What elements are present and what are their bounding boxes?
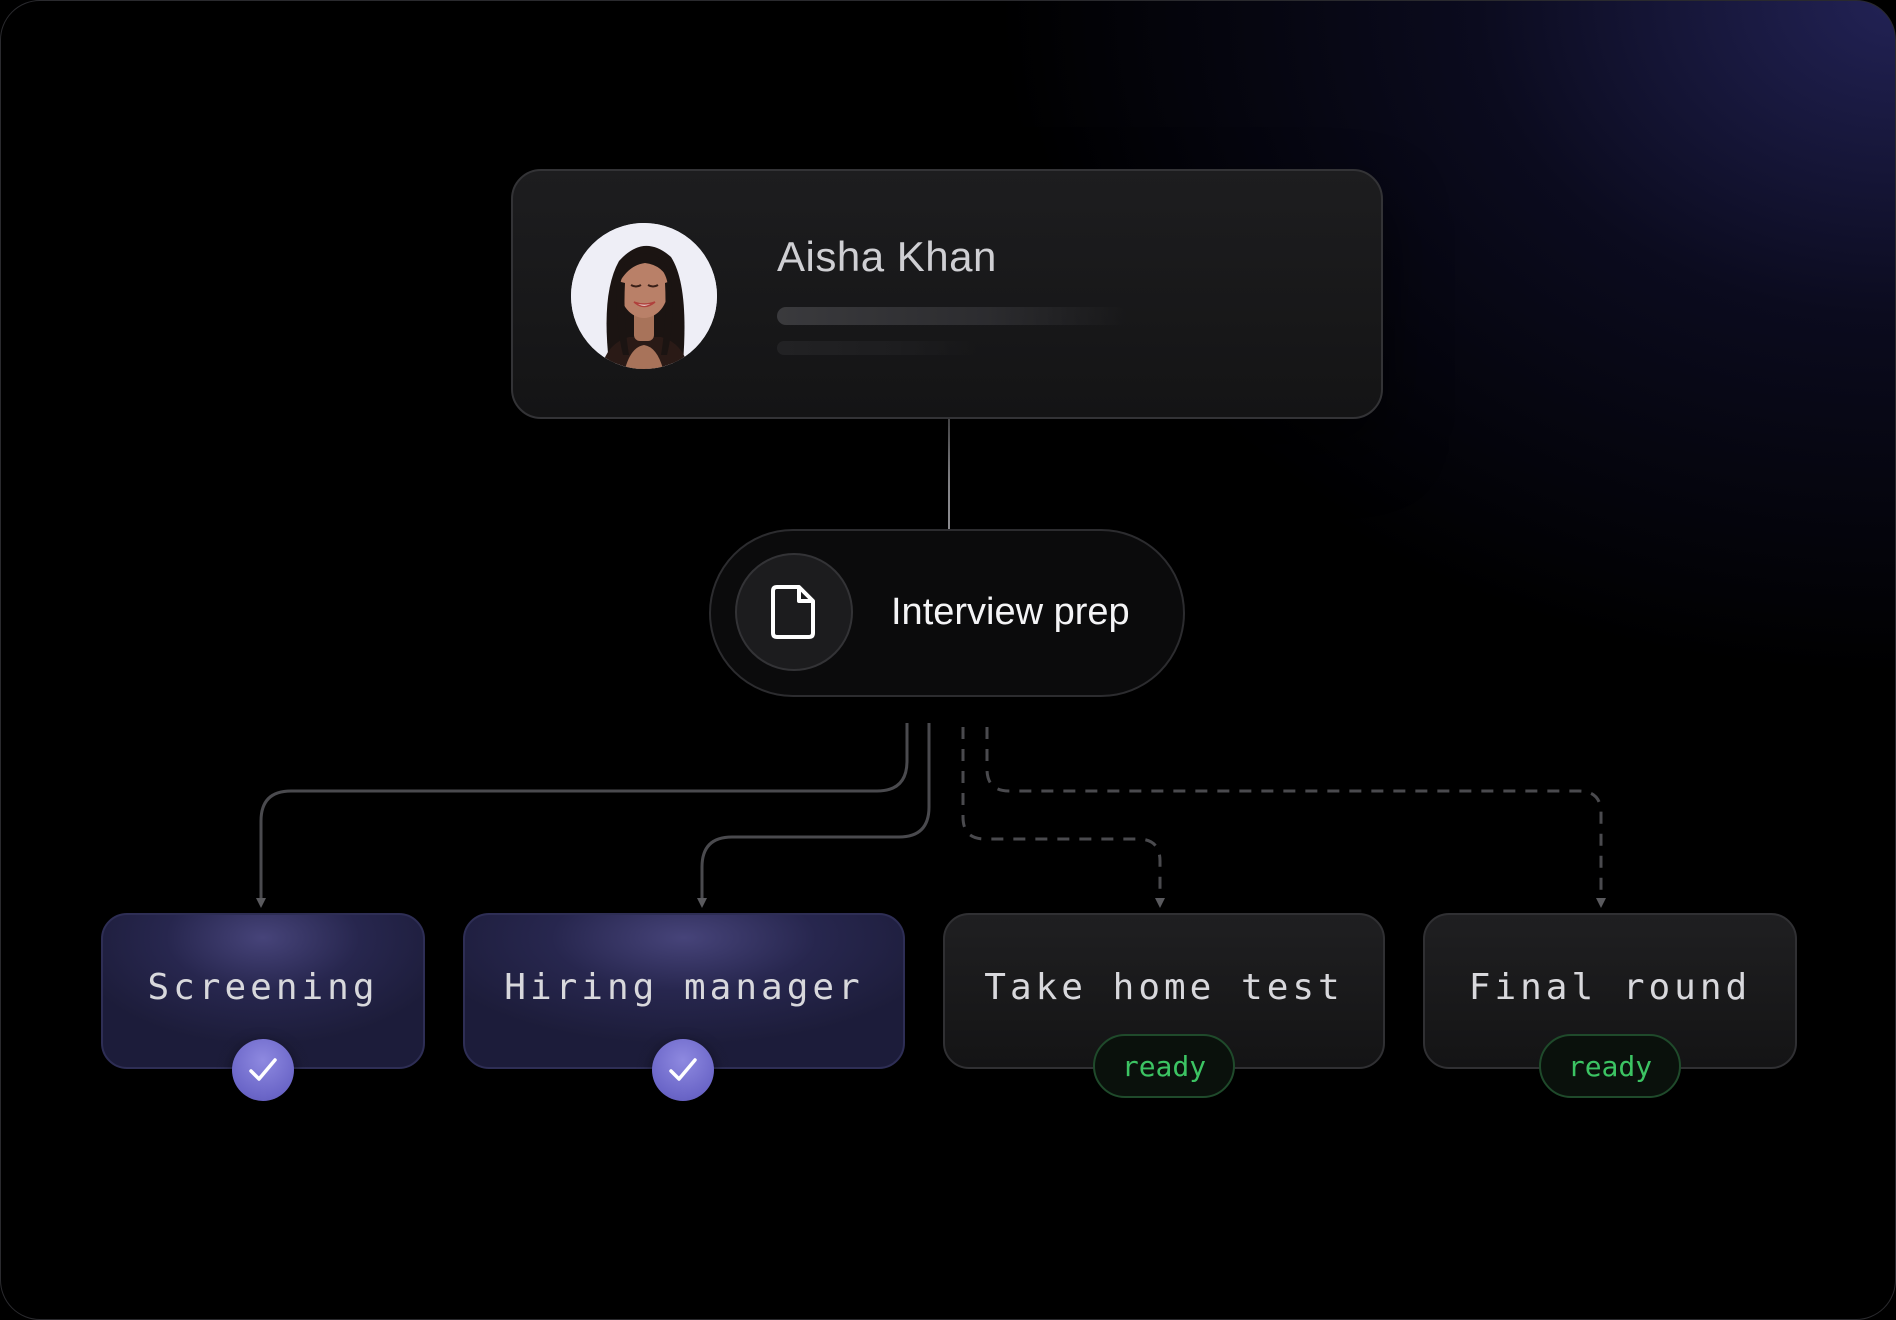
stage-label: Screening	[147, 967, 379, 1008]
avatar	[571, 223, 717, 369]
stage-label: Take home test	[984, 967, 1344, 1008]
check-icon	[232, 1039, 294, 1101]
interview-prep-label: Interview prep	[891, 591, 1130, 633]
connector-final-round	[985, 727, 1606, 908]
check-icon	[652, 1039, 714, 1101]
status-badge: ready	[1539, 1034, 1681, 1098]
connector-screening	[256, 723, 909, 908]
document-icon	[735, 553, 853, 671]
status-badge: ready	[1093, 1034, 1235, 1098]
stage-label: Final round	[1468, 967, 1752, 1008]
candidate-card[interactable]: Aisha Khan	[511, 169, 1383, 419]
candidate-name: Aisha Khan	[777, 233, 997, 280]
stage-label: Hiring manager	[504, 967, 864, 1008]
skeleton-line-primary	[777, 307, 1127, 325]
skeleton-line-secondary	[777, 341, 977, 355]
connector-take-home-test	[961, 727, 1165, 908]
interview-prep-node[interactable]: Interview prep	[709, 529, 1185, 697]
connector-hiring-manager	[697, 723, 931, 908]
stage-final-round[interactable]: Final round	[1423, 913, 1797, 1069]
